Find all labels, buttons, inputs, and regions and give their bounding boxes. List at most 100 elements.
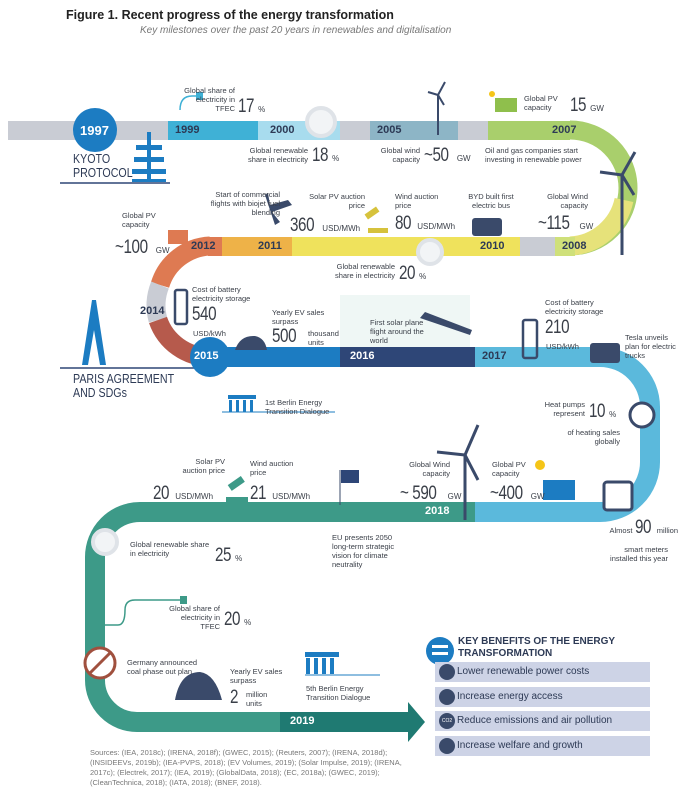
milestone-2016-label: First solar plane flight around the worl… [370,318,424,345]
unit: USD/kWh [193,329,226,338]
milestone-2000-value: 18 [312,145,329,166]
milestone-2008-value: ~115 [538,213,570,234]
wind-turbine-icon [599,151,637,255]
people-icon [439,738,455,754]
smart-meter-icon [602,480,634,512]
year-2014: 2014 [140,305,165,317]
plug-icon [196,92,203,100]
track-segment-2016 [340,347,475,367]
year-1999: 1999 [175,124,200,136]
unit: GW [155,246,170,255]
battery-icon [521,318,539,360]
solar-panel-icon [543,480,575,500]
wind-2018-label: Global Wind capacity [409,460,450,478]
tesla-label: Tesla unveils plan for electric trucks [625,333,676,360]
heat-pumps-label: Heat pumps represent [544,400,585,418]
track-segment-2011 [222,237,292,256]
ev-2019-value: 2 [230,687,239,708]
year-2011: 2011 [258,240,282,252]
year-2016: 2016 [350,350,375,362]
battery-2017-value: 210 [545,317,570,338]
year-1997: 1997 [80,123,109,138]
ev-2019-label: Yearly EV sales surpass [230,667,283,685]
milestone-2005-label: Global wind capacity [380,146,420,164]
eu-2050-label: EU presents 2050 long-term strategic vis… [332,533,395,569]
unit: GW [579,222,594,231]
year-1997-badge [73,108,117,152]
unit: USD/kWh [546,342,579,351]
ev-2015-label: Yearly EV sales surpass [272,308,325,326]
wind-turbine-icon [427,81,446,135]
wind-auction-2018-label: Wind auction price [250,459,294,477]
year-2008: 2008 [562,240,587,252]
coal-phase-out-label: Germany announced coal phase out plan [127,658,198,676]
track-curve-left-2 [85,502,280,732]
milestone-2008-label: Global Wind capacity [547,192,588,210]
milestone-1999-value: 17 [238,96,255,117]
heat-pumps-label-b: of heating sales globally [567,428,620,446]
meters-label-b: smart meters installed this year [610,545,668,563]
equals-bar [432,645,448,648]
pagoda-icon [132,132,166,182]
benefit-item: Increase energy access [435,687,650,707]
wind-turbine-icon [436,424,480,520]
share-2019-value: 20 [224,609,241,630]
pv-2018-value: ~400 [490,483,523,504]
solar-panel-icon [495,98,517,112]
benefit-label: Reduce emissions and air pollution [457,715,613,726]
milestone-2010-label: BYD built first electric bus [468,192,514,210]
wind-auction-label: Wind auction price [395,192,439,210]
wind-auction-value: 80 [395,213,412,234]
brandenburg-gate-icon [305,652,380,676]
solar-panel-icon [168,230,188,244]
pv-auction-2018-value: 20 [153,483,170,504]
unit: thousand units [308,329,339,347]
meters-value: 90 [634,517,652,538]
benefit-label: Lower renewable power costs [457,666,590,677]
renewable-25-label: Global renewable share in electricity [130,540,210,558]
track-segment-gap [458,121,488,140]
year-2015-badge [190,337,230,377]
milestone-2007-oil-label: Oil and gas companies start investing in… [485,146,582,164]
track-segment-2015 [210,347,340,367]
gavel-icon [364,206,388,233]
benefits-heading: KEY BENEFITS OF THE ENERGY TRANSFORMATIO… [458,636,615,659]
benefit-item: Increase welfare and growth [435,736,650,756]
unit: % [258,105,266,114]
unit: % [235,554,243,563]
renewable-share-icon [305,106,337,138]
kyoto-protocol-label: KYOTO PROTOCOL [73,151,133,180]
year-2012: 2012 [191,240,216,252]
unit: % [609,410,617,419]
heat-pumps-value: 10 [589,401,606,422]
track-segment-2012 [208,237,222,256]
track-segment-2018b [475,502,600,522]
renewable-20-value: 20 [399,263,416,284]
pv-auction-label: Solar PV auction price [309,192,365,210]
unit: GW [590,104,604,113]
unit: GW [456,154,471,163]
unit: % [419,272,427,281]
battery-2014-value: 540 [192,304,217,325]
unit: GW [447,492,462,501]
power-cost-icon [439,664,455,680]
year-2000: 2000 [270,124,295,136]
arrow-head-icon [408,702,425,742]
electric-car-icon [235,335,267,350]
ev-2015-value: 500 [272,326,297,347]
berlin-1-label: 1st Berlin Energy Transition Dialogue [265,398,330,416]
milestone-2007-pv-label: Global PV capacity [524,94,558,112]
year-2007: 2007 [552,124,577,136]
track-segment-2008 [555,237,575,256]
pv-2018-label: Global PV capacity [492,460,526,478]
battery-icon [173,288,189,326]
renewable-share-icon [91,528,119,556]
track-segment-1999 [168,121,258,140]
year-2017: 2017 [482,350,507,362]
benefit-label: Increase energy access [457,691,563,702]
unit: USD/MWh [272,492,311,501]
gavel-icon [226,475,248,502]
track-segment-2018 [140,502,475,522]
